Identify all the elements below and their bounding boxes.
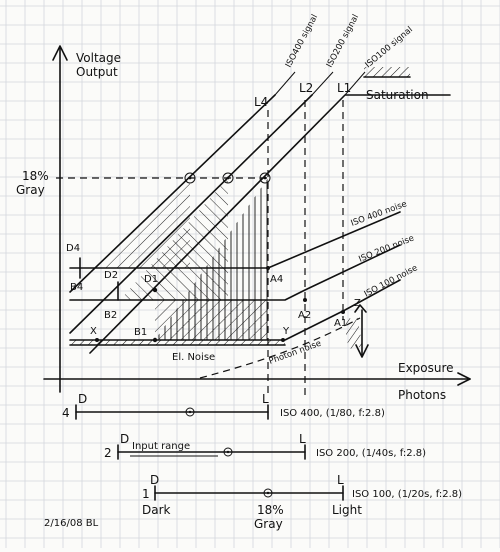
gray-marker-100 xyxy=(259,172,271,184)
iso400-range-l: L xyxy=(262,392,269,406)
photon-noise-wall xyxy=(354,304,367,313)
iso400-range-caption: ISO 400, (1/80, f:2.8) xyxy=(280,408,385,419)
iso400-signal-curve xyxy=(69,94,276,293)
iso200-noise-label: ISO 200 noise xyxy=(357,233,415,264)
point-b2: B2 xyxy=(104,310,117,321)
saturation-label: Saturation xyxy=(366,88,429,102)
x-axis-label: Exposure xyxy=(398,361,454,375)
iso100-lower-hatch xyxy=(155,300,268,340)
iso100-curve-ext xyxy=(344,71,366,96)
z-arrow-head xyxy=(355,344,369,358)
point-d4: D4 xyxy=(66,243,80,254)
point-a1: A1 xyxy=(334,318,347,329)
iso200-range-d: D xyxy=(120,432,129,446)
signal-curves xyxy=(69,71,451,354)
iso200-range-hatch xyxy=(120,178,228,300)
gray-markers xyxy=(184,172,271,184)
electronic-noise-hatch xyxy=(70,340,285,345)
gray-label-2: Gray xyxy=(254,517,283,531)
photon-noise-curve xyxy=(199,317,361,379)
iso400-signal-label: ISO400 signal xyxy=(284,13,320,69)
l4-label: L4 xyxy=(254,95,268,109)
gray-level-label-1: 18% xyxy=(22,169,49,183)
point-markers xyxy=(79,257,345,343)
iso400-noise-label: ISO 400 noise xyxy=(350,199,409,229)
iso100-range-l: L xyxy=(337,473,344,487)
iso200-curve-ext xyxy=(311,71,334,96)
point-d2: D2 xyxy=(104,270,118,281)
point-d1: D1 xyxy=(144,274,158,285)
iso200-signal-label: ISO200 signal xyxy=(325,13,361,69)
point-a2: A2 xyxy=(298,310,311,321)
iso400-range-stops: 4 xyxy=(62,406,70,420)
iso100-range-d: D xyxy=(150,473,159,487)
point-b4: B4 xyxy=(70,282,83,293)
photon-noise-hatch xyxy=(343,317,363,349)
point-b1: B1 xyxy=(134,327,147,338)
iso100-noise-label: ISO 100 noise xyxy=(363,263,420,299)
iso200-range: D L 2 Input range ISO 200, (1/40s, f:2.8… xyxy=(104,432,426,460)
point-b1-dot xyxy=(152,337,158,343)
axes xyxy=(43,45,471,393)
iso400-curve-ext xyxy=(274,71,296,96)
iso100-range-stops: 1 xyxy=(142,487,150,501)
input-range-label: Input range xyxy=(132,441,190,452)
point-a4: A4 xyxy=(270,274,283,285)
point-a2-dot xyxy=(303,298,307,302)
dark-label: Dark xyxy=(142,503,171,517)
iso400-range: D L 4 ISO 400, (1/80, f:2.8) xyxy=(62,392,385,420)
point-x: X xyxy=(90,326,97,337)
point-d1-dot xyxy=(152,287,158,293)
iso200-range-caption: ISO 200, (1/40s, f:2.8) xyxy=(316,448,426,459)
point-x-dot xyxy=(95,338,99,342)
point-y: Y xyxy=(282,326,290,337)
gray-marker-200 xyxy=(222,172,234,184)
signature: 2/16/08 BL xyxy=(44,518,99,529)
point-y-dot xyxy=(281,338,285,342)
point-z: Z xyxy=(354,298,361,309)
gray-level-label-2: Gray xyxy=(16,183,45,197)
l1-label: L1 xyxy=(337,81,351,95)
iso100-range-caption: ISO 100, (1/20s, f:2.8) xyxy=(352,489,462,500)
iso400-range-hatch xyxy=(98,178,190,268)
point-a1-dot xyxy=(341,310,345,314)
light-label: Light xyxy=(332,503,362,517)
iso200-signal-curve xyxy=(69,94,313,334)
gray-label-1: 18% xyxy=(257,503,284,517)
point-a4-dot xyxy=(266,266,270,270)
l2-label: L2 xyxy=(299,81,313,95)
iso200-range-l: L xyxy=(299,432,306,446)
y-axis-title-2: Output xyxy=(76,65,118,79)
x-axis-sub-label: Photons xyxy=(398,388,446,402)
gray-marker-400 xyxy=(184,172,196,184)
iso200-noise-floor xyxy=(69,244,401,301)
iso400-range-d: D xyxy=(78,392,87,406)
y-axis-title-1: Voltage xyxy=(76,51,121,65)
iso100-range: D L 1 ISO 100, (1/20s, f:2.8) Dark Light… xyxy=(142,473,462,531)
electronic-noise-label: El. Noise xyxy=(172,352,215,363)
iso100-signal-label: ISO100 signal xyxy=(364,25,415,70)
saturation-hatch xyxy=(364,67,410,77)
iso200-range-stops: 2 xyxy=(104,446,112,460)
